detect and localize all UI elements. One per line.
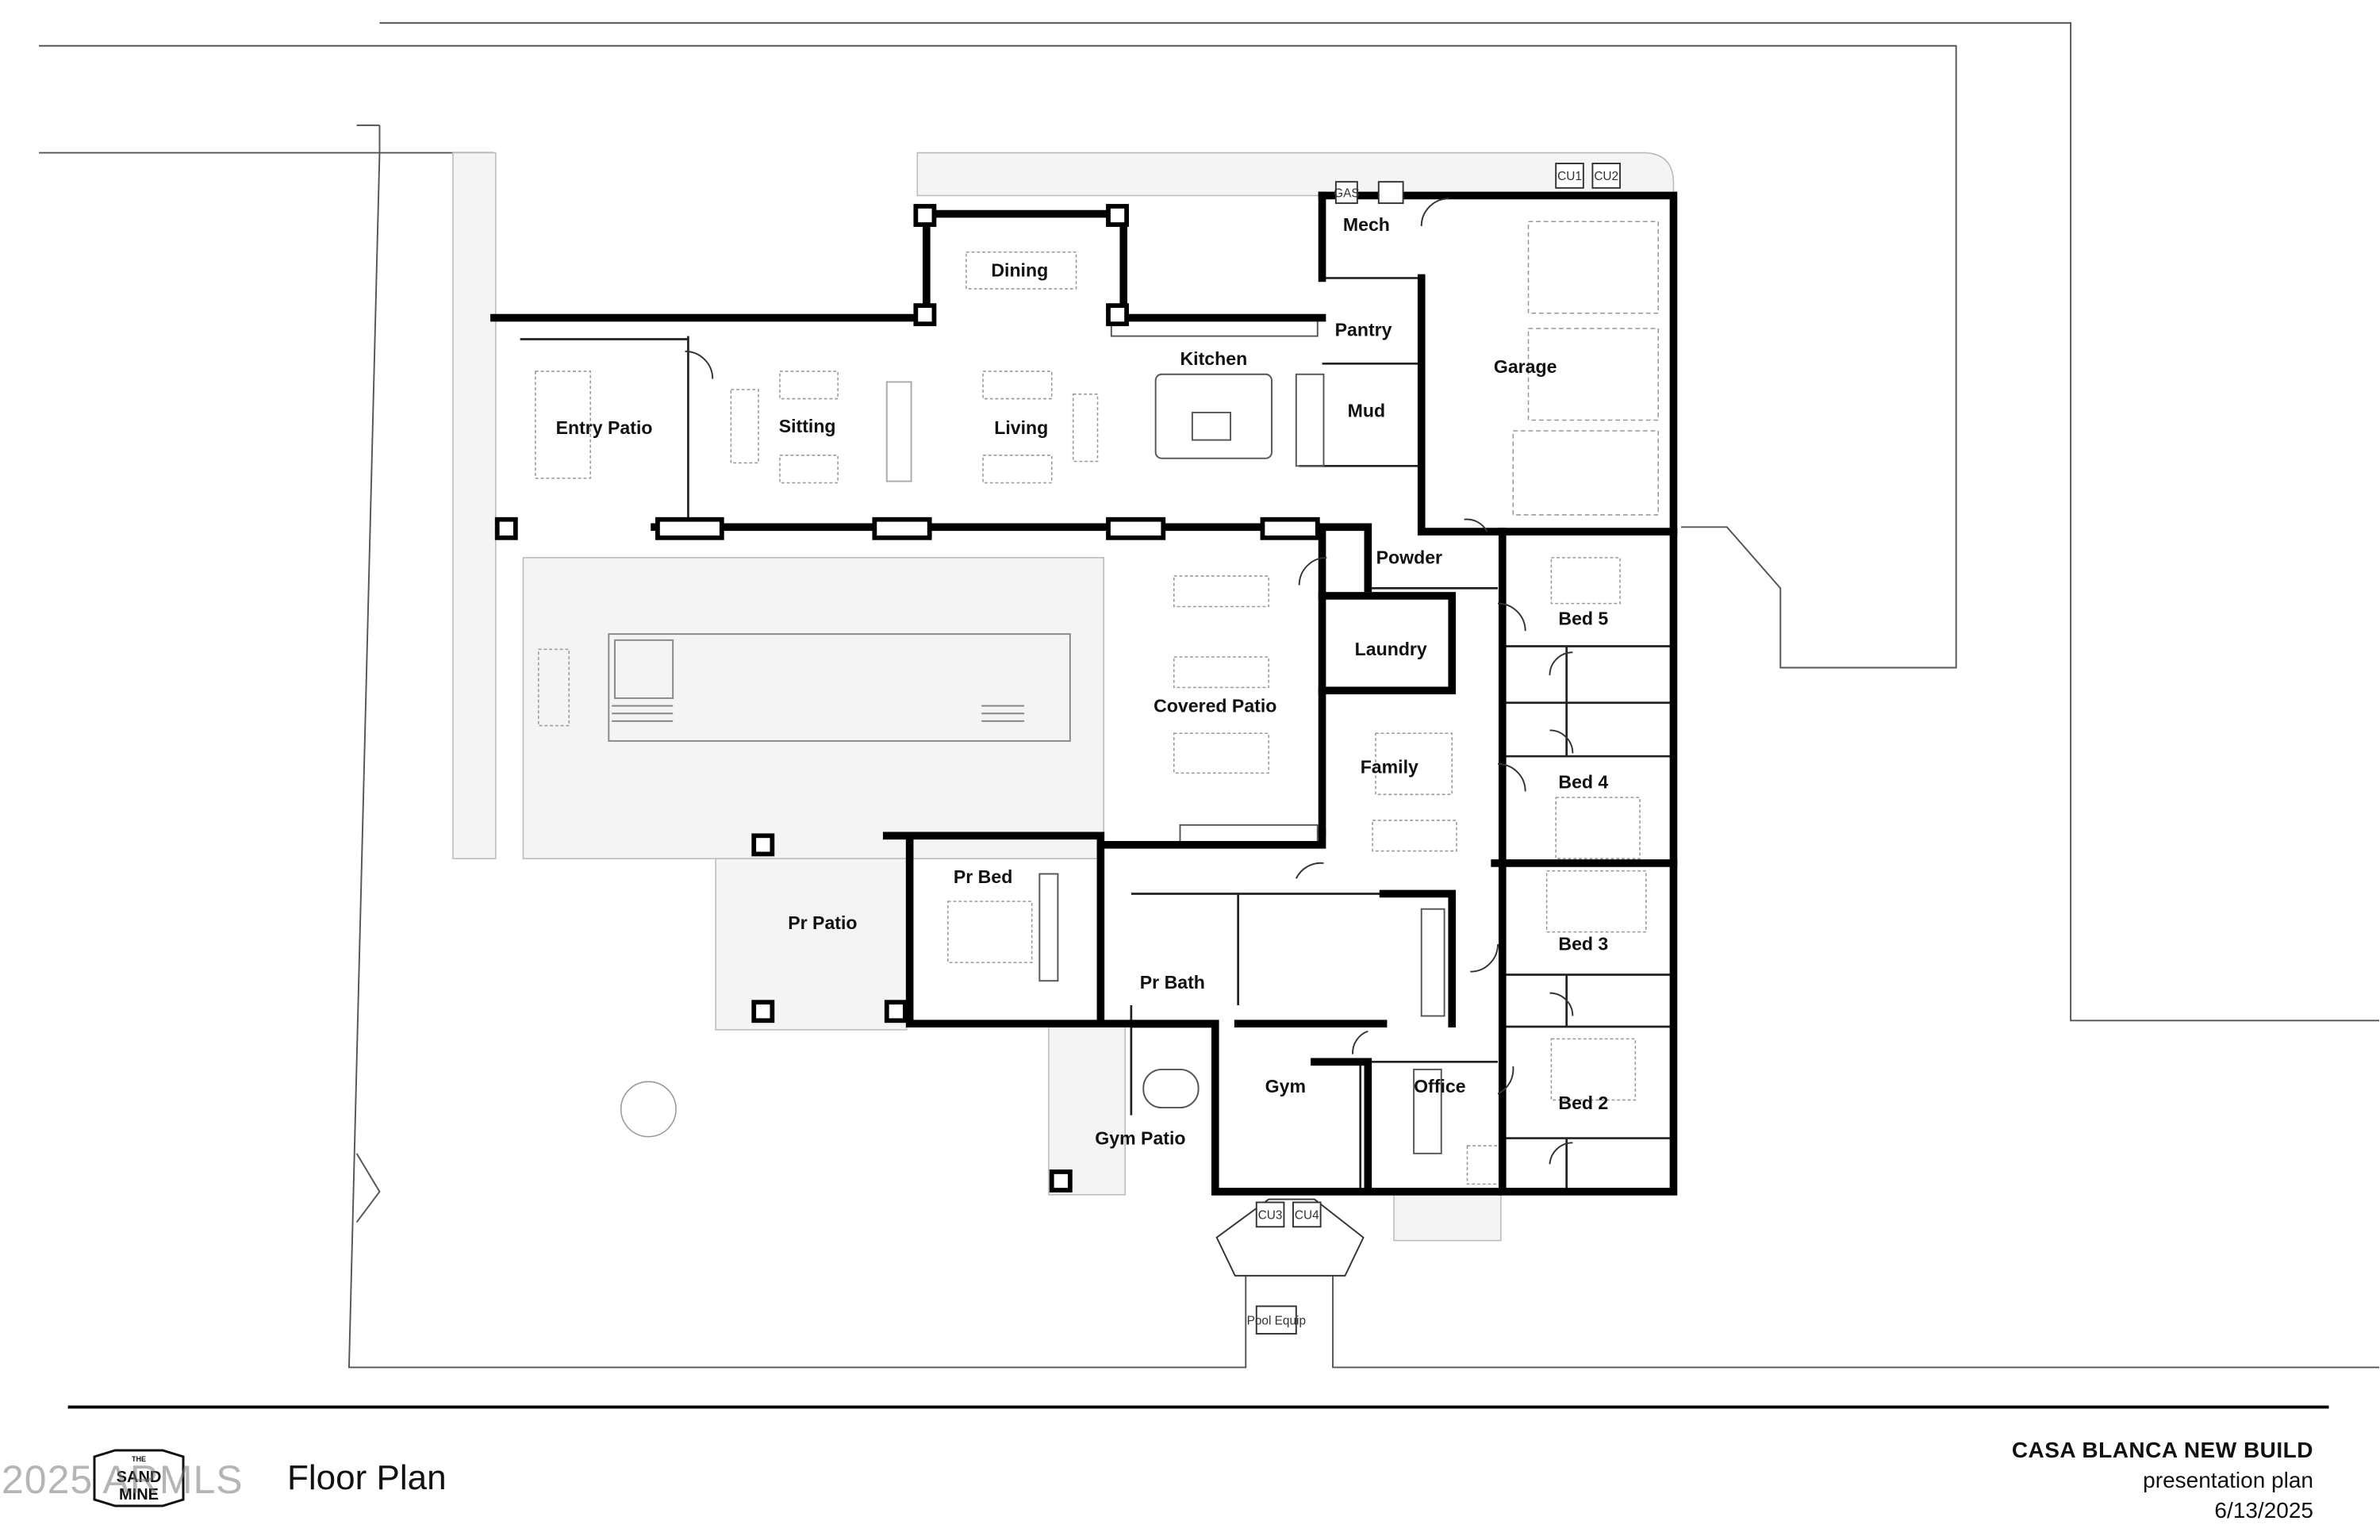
pool xyxy=(608,633,1071,742)
pool-equip-label: Pool Equip xyxy=(1247,1314,1306,1327)
room-label-entry-patio: Entry Patio xyxy=(556,417,653,438)
hardscape xyxy=(452,152,1675,1242)
property-lines xyxy=(39,21,2380,1369)
room-label-mech: Mech xyxy=(1343,214,1390,235)
cu1-label: CU1 xyxy=(1557,170,1582,183)
svg-text:MINE: MINE xyxy=(119,1486,159,1504)
door-swings xyxy=(685,198,1574,1277)
armls-watermark: 2025 ARMLS xyxy=(2,1457,244,1502)
plan-title: Floor Plan xyxy=(287,1458,447,1497)
room-label-office: Office xyxy=(1414,1076,1466,1096)
project-info: CASA BLANCA NEW BUILD presentation plan … xyxy=(2012,1438,2313,1523)
svg-text:THE: THE xyxy=(132,1455,146,1463)
room-label-bed-5: Bed 5 xyxy=(1558,609,1608,629)
equipment-labels: GAS CU1 CU2 CU3 CU4 Pool Equip xyxy=(1247,170,1619,1327)
fixtures xyxy=(885,317,1445,1154)
cu4-label: CU4 xyxy=(1295,1209,1319,1223)
project-subtitle: presentation plan xyxy=(2143,1468,2313,1492)
room-label-dining: Dining xyxy=(991,260,1048,281)
room-label-bed-2: Bed 2 xyxy=(1558,1093,1608,1113)
room-label-covered-patio: Covered Patio xyxy=(1154,695,1276,716)
interior-partitions xyxy=(520,277,1674,1189)
room-label-gym: Gym xyxy=(1265,1076,1306,1096)
furniture xyxy=(535,251,1647,1185)
room-label-family: Family xyxy=(1361,756,1418,777)
sand-mine-logo: THE SAND MINE xyxy=(93,1449,185,1507)
room-label-garage: Garage xyxy=(1494,356,1557,377)
room-label-kitchen: Kitchen xyxy=(1180,348,1248,369)
gas-meter-label: GAS xyxy=(1334,186,1360,200)
room-label-powder: Powder xyxy=(1376,547,1442,568)
room-label-gym-patio: Gym Patio xyxy=(1095,1127,1185,1148)
room-label-mud: Mud xyxy=(1348,401,1385,421)
garage-cars xyxy=(1512,221,1659,516)
project-name: CASA BLANCA NEW BUILD xyxy=(2011,1438,2313,1462)
room-label-living: Living xyxy=(994,417,1048,438)
svg-text:SAND: SAND xyxy=(117,1469,162,1486)
room-label-pr-bed: Pr Bed xyxy=(954,866,1012,887)
room-labels: Dining Mech Pantry Kitchen Garage Entry … xyxy=(556,214,1609,1149)
cu3-label: CU3 xyxy=(1258,1209,1283,1223)
room-label-bed-3: Bed 3 xyxy=(1558,934,1608,954)
room-label-pr-patio: Pr Patio xyxy=(788,912,857,933)
room-label-pr-bath: Pr Bath xyxy=(1140,972,1205,993)
wall-columns xyxy=(494,204,1320,1192)
room-label-sitting: Sitting xyxy=(779,416,836,436)
room-label-laundry: Laundry xyxy=(1355,639,1427,659)
equipment-boxes xyxy=(1255,163,1622,1335)
room-label-pantry: Pantry xyxy=(1335,320,1392,340)
cu2-label: CU2 xyxy=(1594,170,1618,183)
project-date: 6/13/2025 xyxy=(2214,1498,2313,1523)
room-label-bed-4: Bed 4 xyxy=(1558,772,1608,793)
